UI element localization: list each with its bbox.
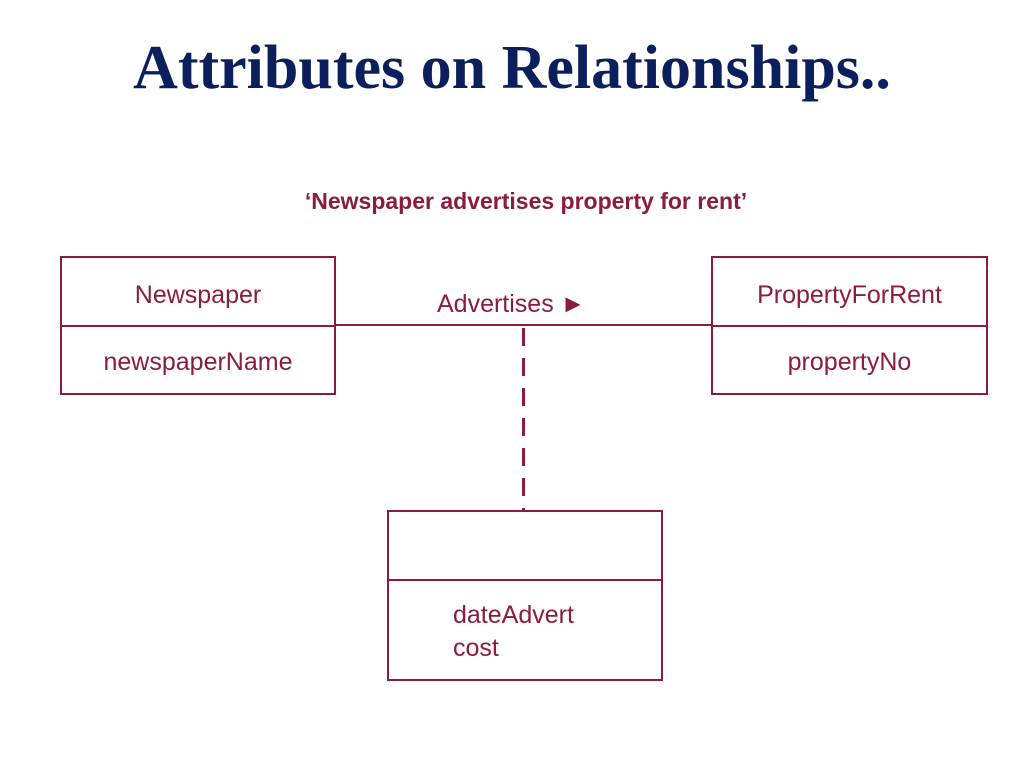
relationship-line bbox=[334, 324, 712, 326]
association-connector bbox=[522, 328, 525, 510]
newspaper-entity-box: Newspaper newspaperName bbox=[60, 256, 336, 395]
newspaper-entity-name: Newspaper bbox=[134, 281, 262, 309]
property-entity-attribute: propertyNo bbox=[787, 348, 912, 376]
relationship-label: Advertises ► bbox=[437, 290, 586, 318]
property-entity-divider bbox=[713, 325, 986, 327]
property-entity-box: PropertyForRent propertyNo bbox=[711, 256, 988, 395]
slide-title: Attributes on Relationships.. bbox=[133, 34, 891, 102]
newspaper-entity-attribute: newspaperName bbox=[103, 348, 293, 376]
association-attribute-2: cost bbox=[453, 634, 499, 662]
diagram-caption: ‘Newspaper advertises property for rent’ bbox=[304, 188, 748, 214]
association-attribute-1: dateAdvert bbox=[453, 601, 574, 629]
newspaper-entity-divider bbox=[62, 325, 334, 327]
property-entity-name: PropertyForRent bbox=[757, 281, 942, 309]
association-class-divider bbox=[389, 579, 661, 581]
association-class-box: dateAdvert cost bbox=[387, 510, 663, 681]
